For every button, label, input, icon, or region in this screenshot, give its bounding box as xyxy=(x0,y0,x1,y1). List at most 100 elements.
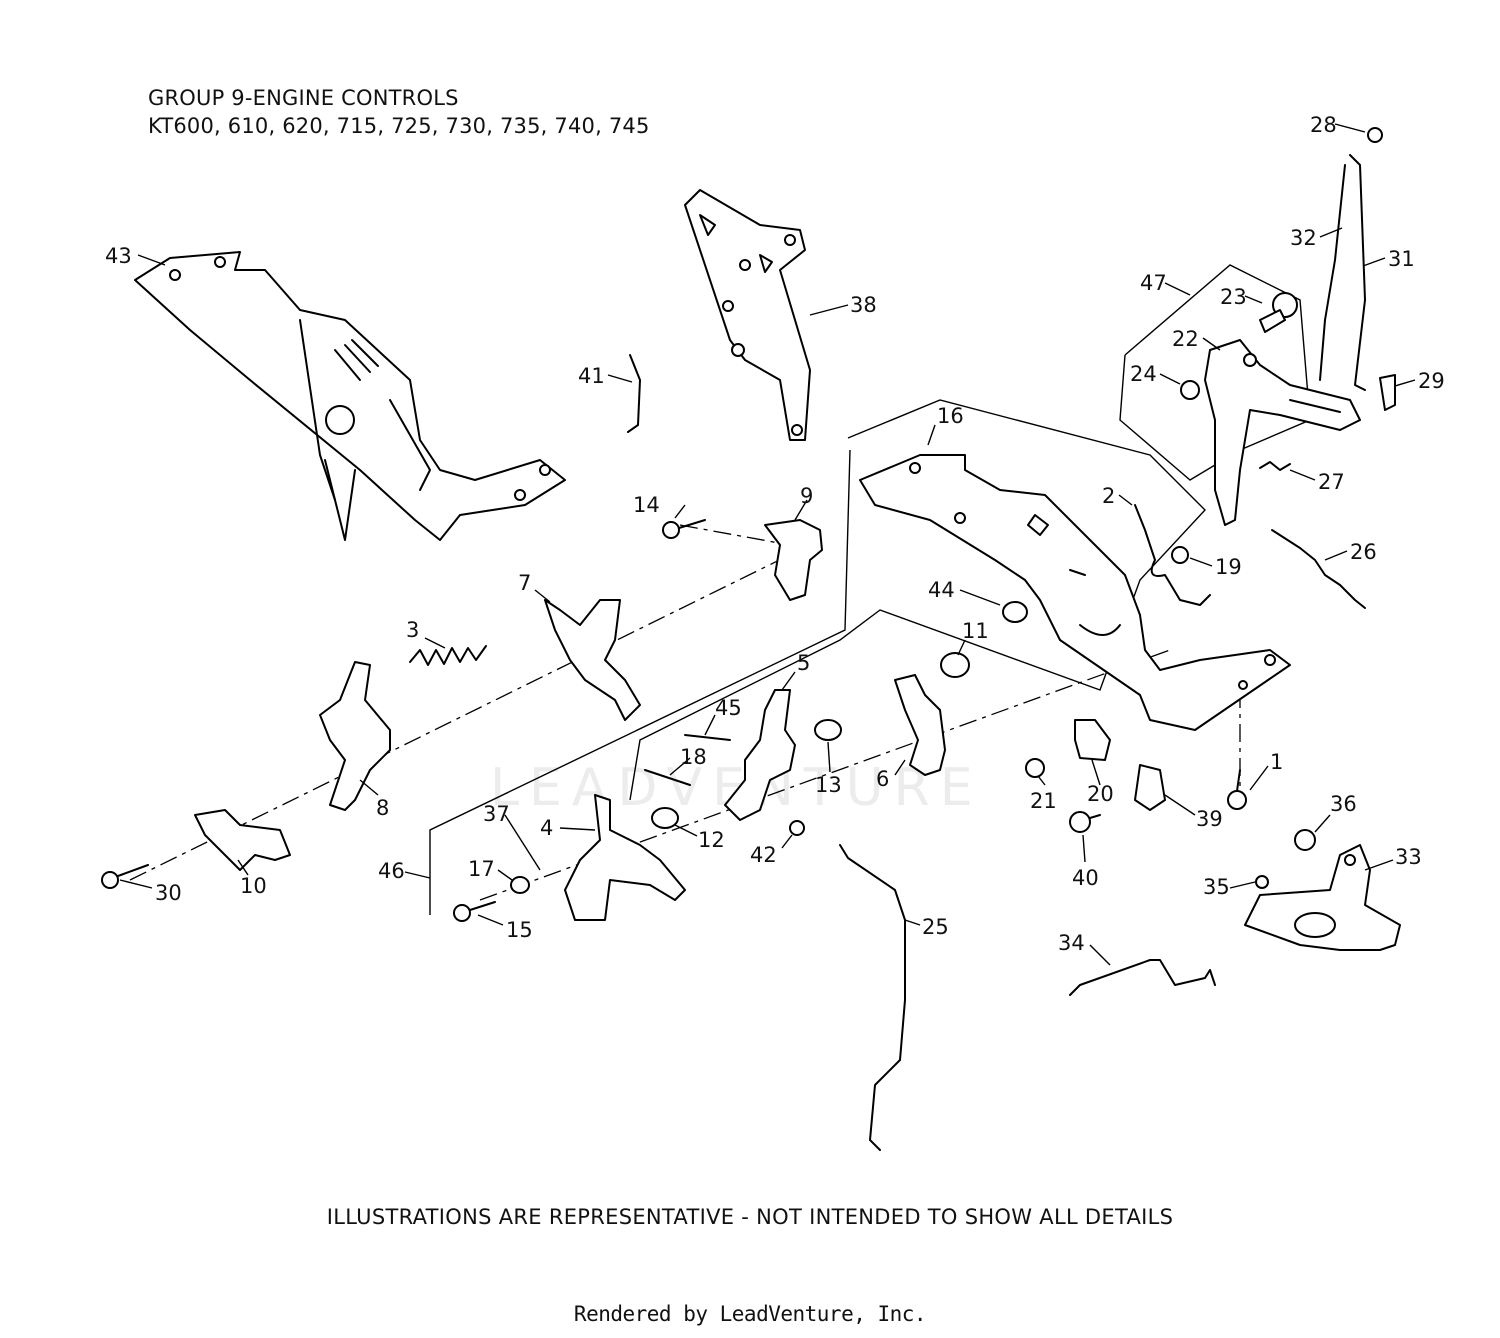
part-41-clip xyxy=(627,354,641,433)
part-14-bolt xyxy=(662,519,706,539)
callout-32: 32 xyxy=(1290,226,1317,250)
render-credit: Rendered by LeadVenture, Inc. xyxy=(573,1302,927,1326)
callout-31: 31 xyxy=(1388,247,1415,271)
part-40-bolt xyxy=(1069,811,1101,833)
group-outline-47 xyxy=(1119,264,1311,481)
callout-14: 14 xyxy=(633,493,660,517)
part-2-spring xyxy=(1134,504,1211,606)
part-38-plate xyxy=(684,189,811,441)
part-6-link xyxy=(894,674,946,776)
callout-4: 4 xyxy=(540,816,553,840)
callout-20: 20 xyxy=(1087,782,1114,806)
callout-28: 28 xyxy=(1310,113,1337,137)
callout-47: 47 xyxy=(1140,271,1167,295)
part-44-bushing xyxy=(1002,601,1028,623)
callout-16: 16 xyxy=(937,404,964,428)
part-34-rod xyxy=(1069,959,1216,996)
part-36-nut xyxy=(1294,829,1316,851)
callout-23: 23 xyxy=(1220,285,1247,309)
callout-25: 25 xyxy=(922,915,949,939)
part-28-screw xyxy=(1367,127,1383,143)
callout-44: 44 xyxy=(928,578,955,602)
part-23-knob xyxy=(1259,292,1298,333)
part-22-lever xyxy=(1204,339,1361,526)
axis-lower xyxy=(479,649,1171,901)
part-17-washer xyxy=(510,876,530,894)
callout-15: 15 xyxy=(506,918,533,942)
callout-1: 1 xyxy=(1270,750,1283,774)
part-7-bracket xyxy=(544,599,641,721)
part-30-bolt xyxy=(101,864,149,889)
callout-12: 12 xyxy=(698,828,725,852)
disclaimer: ILLUSTRATIONS ARE REPRESENTATIVE - NOT I… xyxy=(326,1205,1174,1229)
callout-9: 9 xyxy=(800,484,813,508)
part-20-clip xyxy=(1074,719,1111,761)
callout-13: 13 xyxy=(815,773,842,797)
part-25-rod xyxy=(839,844,906,1151)
part-9-lever xyxy=(764,519,823,601)
part-3-spring xyxy=(409,645,487,666)
part-27-spring xyxy=(1259,461,1291,471)
part-13-washer xyxy=(814,719,842,741)
callout-27: 27 xyxy=(1318,470,1345,494)
part-15-bolt xyxy=(453,901,496,922)
part-1-bolt xyxy=(1227,769,1247,810)
part-39-clip xyxy=(1134,764,1166,811)
callout-21: 21 xyxy=(1030,789,1057,813)
part-43-bracket xyxy=(134,251,566,541)
part-26-spring xyxy=(1271,529,1366,609)
callout-46: 46 xyxy=(378,859,405,883)
callout-26: 26 xyxy=(1350,540,1377,564)
part-16-main-bracket xyxy=(859,454,1291,731)
part-12-washer xyxy=(651,807,679,829)
callout-8: 8 xyxy=(376,796,389,820)
axis-main xyxy=(129,539,821,881)
callout-45: 45 xyxy=(715,696,742,720)
part-18-pin xyxy=(644,769,691,786)
callout-numbers: 43 38 41 47 23 22 24 28 32 31 29 27 26 1… xyxy=(105,113,1445,955)
callout-3: 3 xyxy=(406,618,419,642)
callout-10: 10 xyxy=(240,874,267,898)
callout-36: 36 xyxy=(1330,792,1357,816)
part-10-plate xyxy=(194,809,291,871)
part-45-pin xyxy=(684,734,731,741)
part-33-plate xyxy=(1244,844,1401,951)
callout-40: 40 xyxy=(1072,866,1099,890)
callout-39: 39 xyxy=(1196,807,1223,831)
callout-5: 5 xyxy=(797,651,810,675)
callout-37: 37 xyxy=(483,802,510,826)
diagram-title: GROUP 9-ENGINE CONTROLS xyxy=(148,86,459,110)
callout-35: 35 xyxy=(1203,875,1230,899)
callout-11: 11 xyxy=(962,619,989,643)
callout-43: 43 xyxy=(105,244,132,268)
part-4-lever xyxy=(564,794,686,921)
callout-22: 22 xyxy=(1172,327,1199,351)
callout-19: 19 xyxy=(1215,555,1242,579)
callout-38: 38 xyxy=(850,293,877,317)
callout-17: 17 xyxy=(468,857,495,881)
callout-6: 6 xyxy=(876,767,889,791)
leader-lines xyxy=(119,123,1416,966)
callout-42: 42 xyxy=(750,843,777,867)
callout-41: 41 xyxy=(578,364,605,388)
part-5-lever xyxy=(724,689,796,821)
callout-2: 2 xyxy=(1102,484,1115,508)
group-outline-46 xyxy=(429,449,851,915)
callout-18: 18 xyxy=(680,745,707,769)
model-list: KT600, 610, 620, 715, 725, 730, 735, 740… xyxy=(148,114,650,138)
callout-29: 29 xyxy=(1418,369,1445,393)
part-35-screw xyxy=(1255,875,1269,889)
axis-14 xyxy=(679,524,791,546)
part-21-screw xyxy=(1025,758,1045,778)
part-24-nut xyxy=(1180,380,1200,400)
callout-7: 7 xyxy=(518,571,531,595)
part-11-washer xyxy=(940,652,970,678)
part-29-clip xyxy=(1379,374,1396,411)
callout-33: 33 xyxy=(1395,845,1422,869)
callout-34: 34 xyxy=(1058,931,1085,955)
part-32-rod xyxy=(1319,164,1346,381)
part-31-rod xyxy=(1349,154,1366,391)
part-8-lever xyxy=(319,661,391,811)
part-19-nut xyxy=(1171,546,1189,564)
